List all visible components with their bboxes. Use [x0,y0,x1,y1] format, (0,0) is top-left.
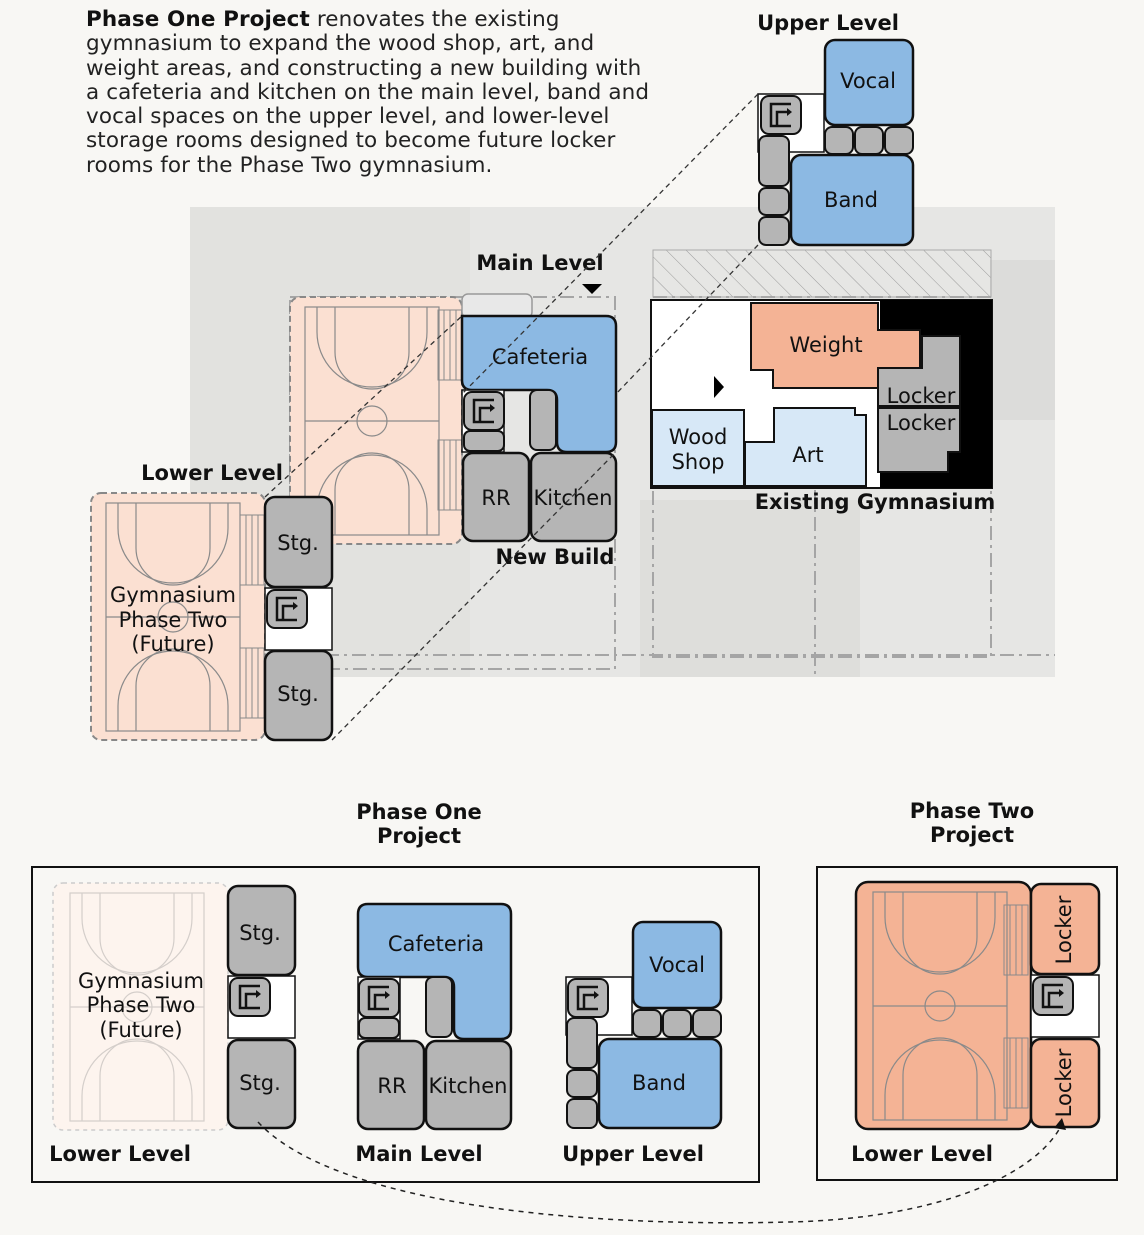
storage-room-bottom [263,649,334,742]
p2-locker-top-label: Locker [1052,895,1076,964]
existing-gymnasium: Weight Locker Locker Art Wood Shop Exist… [650,299,996,514]
p1-vocal-label: Vocal [649,953,705,977]
restroom [461,451,531,543]
upper-stair-icon [759,94,803,136]
main-level-label: Main Level [476,251,603,275]
lower-level-label: Lower Level [141,461,283,485]
p1-storage-bottom [226,1038,297,1130]
phase-one-panel: Phase One Project Gymnasium Phase Two (F… [31,800,760,1183]
p1-storage-top [226,884,297,977]
intro-text: renovates the existing gymnasium to expa… [86,7,650,178]
band-room [789,153,915,247]
locker2-label: Locker [887,411,956,435]
phase-two-title-1: Phase Two [910,799,1034,823]
lower-stair-icon [265,588,309,630]
p1-lower-level-label: Lower Level [49,1142,191,1166]
wood-shop [651,409,745,487]
p1-band-label: Band [632,1071,686,1095]
p1-stg-top-label: Stg. [239,921,281,945]
rr-label: RR [481,486,510,510]
art-room [744,407,867,487]
p1-band [597,1037,723,1130]
p1-rr-label: RR [377,1074,406,1098]
p1-vocal [631,920,723,1010]
art-label: Art [792,443,823,467]
p1-gym-line-3: (Future) [99,1018,182,1042]
kitchen-label: Kitchen [534,486,613,510]
vocal-label: Vocal [840,69,896,93]
p1-upper-level-label: Upper Level [562,1142,704,1166]
p1-stg-bottom-label: Stg. [239,1071,281,1095]
phase-one-frame [31,866,760,1183]
stg-top-label: Stg. [277,531,319,555]
conversion-arrowhead-icon [1054,1118,1066,1130]
main-level-pointer-icon [582,284,602,294]
phase-one-title-2: Project [377,824,461,848]
gym-future-line-3: (Future) [131,632,214,656]
cafeteria-label: Cafeteria [492,345,588,369]
hatched-demolition-area [652,249,992,298]
wood-shop-label-2: Shop [672,450,725,474]
site-lower-level: Lower Level Gymnasium Phase Two (Future)… [90,461,334,742]
kitchen [529,451,618,543]
projection-lines [264,93,759,741]
existing-gym-label: Existing Gymnasium [755,490,996,514]
p1-gym-line-2: Phase Two [87,993,196,1017]
site-new-build-main: Cafeteria RR Kitchen New Build Main Leve… [460,251,618,569]
p1-lower-stair-icon [228,976,272,1018]
locker1-label: Locker [887,384,956,408]
intro-paragraph: Phase One Project renovates the existing… [86,7,656,178]
p2-locker-bottom-label: Locker [1052,1048,1076,1117]
p2-lower-level-label: Lower Level [851,1142,993,1166]
stg-bottom-label: Stg. [277,682,319,706]
weight-label: Weight [789,333,862,357]
storage-room-top [263,495,334,589]
band-label: Band [824,188,878,212]
locker-room-2 [877,407,961,473]
upper-level-label: Upper Level [757,11,899,35]
site-stair-icon [462,390,506,432]
conversion-arrow [257,1121,1063,1224]
p1-main-stair-icon [357,977,401,1019]
p1-restroom [356,1039,426,1131]
vocal-room [823,38,915,127]
p1-kitchen [424,1039,513,1131]
new-build-label: New Build [496,545,615,569]
p1-kitchen-label: Kitchen [429,1074,508,1098]
p1-main-level-label: Main Level [355,1142,482,1166]
p2-locker-top [1029,882,1101,976]
phase-two-frame [816,866,1118,1181]
gym-future-line-2: Phase Two [119,608,228,632]
p1-cafeteria-label: Cafeteria [388,932,484,956]
gym-future-line-1: Gymnasium [110,583,236,607]
phase-two-panel: Phase Two Project Locker Locker Lower Le… [816,799,1118,1181]
wood-shop-label-1: Wood [669,425,728,449]
site-upper-level: Upper Level Vocal Band [757,11,915,247]
phase-two-title-2: Project [930,823,1014,847]
p2-stair-icon [1031,975,1075,1017]
phase-one-title-1: Phase One [356,800,482,824]
entry-arrow-icon [714,376,724,398]
intro-lead: Phase One Project [86,7,310,32]
p1-gym-line-1: Gymnasium [78,969,204,993]
locker-room-1 [877,335,961,407]
p1-upper-stair-icon [566,977,610,1019]
